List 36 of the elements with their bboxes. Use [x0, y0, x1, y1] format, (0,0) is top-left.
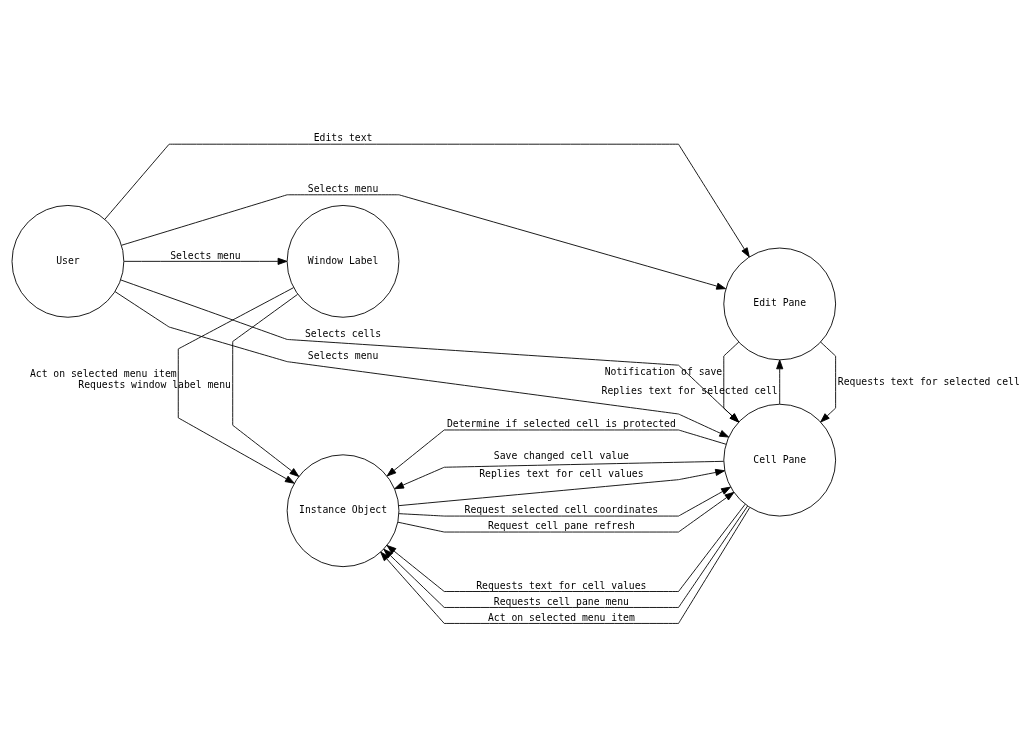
edge-label: Selects menu	[307, 349, 379, 361]
arrow	[104, 143, 750, 257]
arrow	[123, 257, 288, 265]
node-circle: Window Label	[286, 204, 400, 318]
arrow	[386, 503, 746, 592]
arrow	[397, 491, 735, 532]
edge-label: Requests cell pane menu	[493, 595, 629, 607]
edge-label: Request cell pane refresh	[488, 519, 635, 531]
arrow	[723, 341, 740, 422]
edge-label: Determine if selected cell is protected	[446, 417, 676, 429]
edge-label: Replies text for cell values	[479, 467, 644, 479]
arrow	[398, 468, 725, 506]
arrow	[121, 193, 727, 290]
arrow	[380, 506, 750, 624]
edge-label: Requests text for cell values	[476, 579, 647, 591]
arrow	[820, 341, 837, 422]
edge-label: Selects cells	[304, 327, 382, 339]
arrow	[394, 460, 724, 489]
edge-label: Selects menu	[307, 182, 379, 194]
arrow	[177, 286, 295, 484]
edge-label: Selects menu	[170, 249, 241, 261]
edge-label: Edits text	[313, 131, 373, 143]
edge-label: Act on selected menu item	[488, 611, 635, 623]
edge-label: Save changed cell value	[493, 449, 629, 461]
arrow	[383, 505, 749, 608]
edge-label: Request selected cell coordinates	[464, 503, 659, 515]
node-circle: User	[11, 204, 125, 318]
edge-label: Requests text for selected cell	[837, 375, 1020, 387]
edge-label: Act on selected menu item	[29, 367, 177, 379]
arrow	[386, 429, 727, 476]
arrow	[776, 359, 784, 404]
arrow	[120, 279, 740, 423]
arrow	[232, 293, 300, 477]
arrow	[114, 290, 730, 438]
edge-label: Notification of save	[604, 365, 723, 377]
arrow	[398, 486, 731, 516]
